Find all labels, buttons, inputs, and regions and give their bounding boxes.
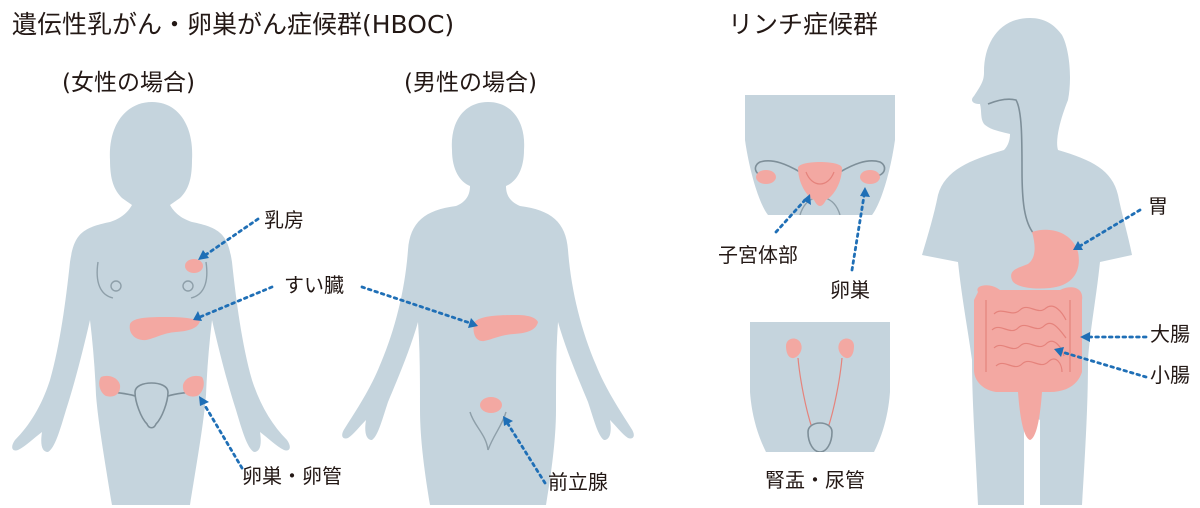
female-breast-right-line: [190, 261, 208, 299]
male-pancreas-organ: [473, 315, 538, 342]
arrow-ovary-tube: [199, 396, 244, 470]
male-prostate-organ: [480, 397, 502, 413]
male-heading: (男性の場合): [404, 70, 537, 96]
torso-silhouette: [922, 18, 1132, 505]
female-breast-organ: [185, 259, 203, 273]
arrow-large-intestine: [1080, 332, 1148, 342]
large-intestine-organ: [974, 285, 1083, 440]
small-intestine-coils: [991, 305, 1067, 373]
lynch-title: リンチ症候群: [728, 10, 879, 39]
ureter-left: [797, 357, 813, 429]
kidney-right: [838, 338, 854, 359]
pelvis-ovary-left: [756, 170, 776, 184]
male-hip-line-right: [487, 411, 507, 451]
male-figure: [342, 102, 634, 505]
female-uterus: [134, 382, 169, 429]
label-uterus: 子宮体部: [718, 243, 798, 267]
label-pancreas: すい臓: [284, 273, 344, 297]
label-stomach: 胃: [1148, 194, 1168, 218]
large-intestine-outline: [985, 300, 1071, 372]
female-heading: (女性の場合): [62, 70, 195, 96]
female-ovary-right: [182, 375, 204, 397]
lynch-torso-figure: [922, 18, 1132, 505]
male-silhouette: [342, 102, 634, 505]
arrow-small-intestine: [1054, 347, 1148, 379]
pelvis-silhouette: [745, 95, 895, 215]
female-breast-left-line: [96, 261, 114, 299]
female-figure: [12, 102, 290, 505]
arrow-uterus: [774, 194, 811, 234]
label-breast: 乳房: [264, 208, 304, 232]
pelvis-tube-right: [839, 160, 886, 177]
pelvis-uterus-detail: [805, 171, 835, 185]
arrow-pancreas-female: [193, 285, 274, 321]
male-hip-line: [469, 411, 489, 451]
lynch-kidney-inset: [750, 322, 890, 452]
label-prostate: 前立腺: [548, 470, 608, 494]
lynch-pelvis-inset: [745, 95, 895, 215]
female-nipple-left: [110, 280, 122, 292]
bladder: [807, 422, 833, 452]
label-large-intestine: 大腸: [1150, 322, 1190, 346]
label-renal-pelvis-ureter: 腎盂・尿管: [765, 468, 865, 492]
arrow-pancreas-male: [360, 285, 478, 328]
arrow-breast: [198, 217, 260, 260]
female-nipple-right: [182, 280, 194, 292]
esophagus: [987, 98, 1035, 235]
pelvis-ovary-right: [860, 170, 880, 184]
stomach-organ: [1011, 229, 1079, 289]
ureter-right: [827, 357, 843, 429]
arrow-prostate: [503, 416, 547, 485]
hboc-title: 遺伝性乳がん・卵巣がん症候群(HBOC): [12, 10, 455, 39]
female-ovary-left: [99, 375, 121, 397]
kidney-left: [786, 338, 802, 359]
label-small-intestine: 小腸: [1150, 363, 1190, 387]
arrow-stomach: [1073, 208, 1142, 250]
label-ovary-tube: 卵巣・卵管: [242, 464, 342, 488]
kidney-silhouette: [750, 322, 890, 452]
arrow-ovary-lynch: [850, 187, 870, 272]
female-silhouette: [12, 102, 290, 505]
female-pancreas-organ: [129, 317, 200, 341]
label-ovary: 卵巣: [830, 278, 870, 302]
